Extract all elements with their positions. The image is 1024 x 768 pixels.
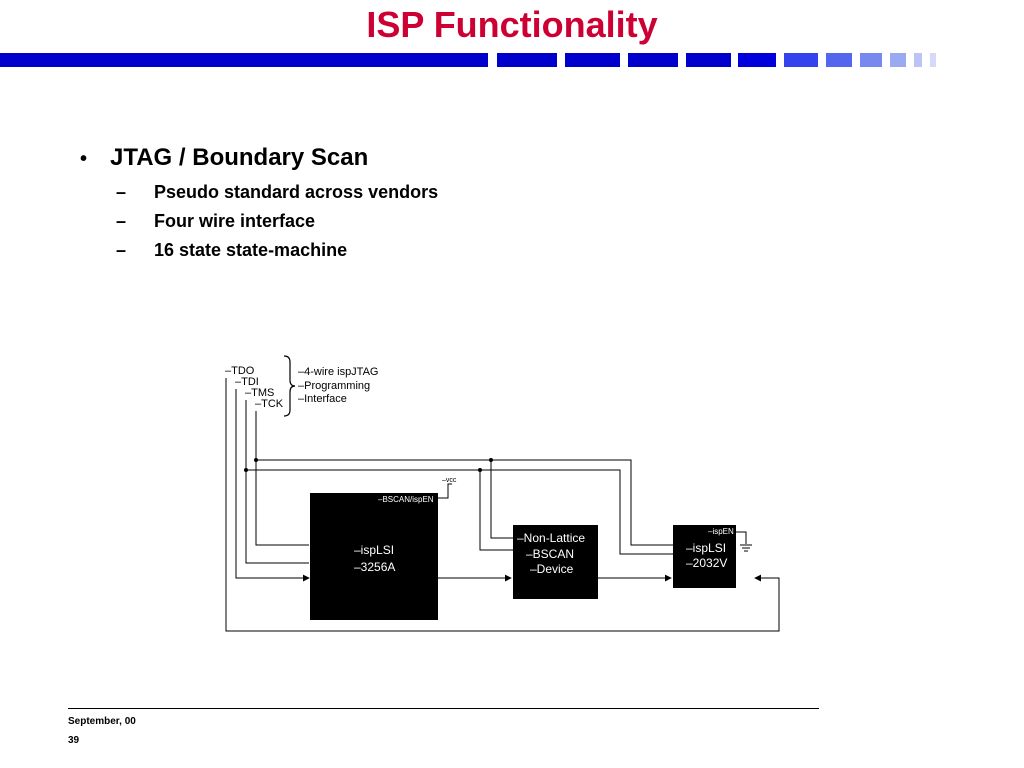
chip-non-lattice-bscan <box>513 525 598 599</box>
header-bar-segment <box>860 53 882 67</box>
bullet-text: JTAG / Boundary Scan <box>110 144 369 171</box>
chip-label: –ispLSI <box>354 543 394 557</box>
bscan-ispen-pin-label: –BSCAN/ispEN <box>378 495 434 504</box>
header-bar-segment <box>738 53 776 67</box>
chip-label: –Non-Lattice <box>517 531 585 545</box>
interface-label: –4-wire ispJTAG <box>298 366 378 378</box>
ispen-pin-label: –ispEN <box>708 527 734 536</box>
header-bar-segment <box>784 53 818 67</box>
header-bar-segment <box>0 53 488 67</box>
header-bar-segment <box>628 53 678 67</box>
vcc-label: –vcc <box>442 477 457 484</box>
interface-label: –Programming <box>298 380 370 392</box>
chip-isplsi-3256a <box>310 493 438 620</box>
sub-bullet-item: – Four wire interface <box>116 207 438 236</box>
header-bar-segment <box>930 53 936 67</box>
header-bar-segment <box>890 53 906 67</box>
chip-label: –Device <box>530 562 574 576</box>
header-bar-segment <box>686 53 731 67</box>
bullet-list: • JTAG / Boundary Scan – Pseudo standard a… <box>80 144 438 265</box>
chip-label: –BSCAN <box>526 547 574 561</box>
footer-date: September, 00 <box>68 716 136 727</box>
dash-icon: – <box>116 240 127 260</box>
wiring <box>225 378 780 632</box>
header-bar-segment <box>565 53 620 67</box>
chip-label: –2032V <box>686 556 727 570</box>
signal-label-tdo: –TDO <box>225 365 255 377</box>
junction-dot <box>489 458 493 462</box>
signal-label-tdi: –TDI <box>235 376 259 388</box>
junction-dot <box>244 468 248 472</box>
header-bar-segment <box>497 53 557 67</box>
signal-label-tck: –TCK <box>255 398 284 410</box>
chip-isplsi-2032v <box>673 525 736 588</box>
bullet-item: • JTAG / Boundary Scan – Pseudo standard a… <box>80 144 438 265</box>
sub-bullet-list: – Pseudo standard across vendors – Four wi… <box>116 178 438 265</box>
sub-bullet-text: Pseudo standard across vendors <box>154 182 439 202</box>
signal-label-tms: –TMS <box>245 387 274 399</box>
slide-title: ISP Functionality <box>366 4 658 45</box>
header-bar-segment <box>826 53 852 67</box>
page-number: 39 <box>68 735 80 746</box>
junction-dot <box>254 458 258 462</box>
sub-bullet-item: – Pseudo standard across vendors <box>116 178 438 207</box>
dash-icon: – <box>116 182 127 202</box>
footer-divider <box>68 708 819 709</box>
dash-icon: – <box>116 211 127 231</box>
chip-label: –3256A <box>354 560 395 574</box>
sub-bullet-item: – 16 state state-machine <box>116 236 438 265</box>
chip-label: –ispLSI <box>686 541 726 555</box>
bullet-dot-icon: • <box>80 148 88 170</box>
junction-dot <box>478 468 482 472</box>
sub-bullet-text: 16 state state-machine <box>154 240 348 260</box>
interface-label: –Interface <box>298 393 347 405</box>
header-bar-segment <box>914 53 922 67</box>
sub-bullet-text: Four wire interface <box>154 211 316 231</box>
brace-icon <box>283 355 296 417</box>
